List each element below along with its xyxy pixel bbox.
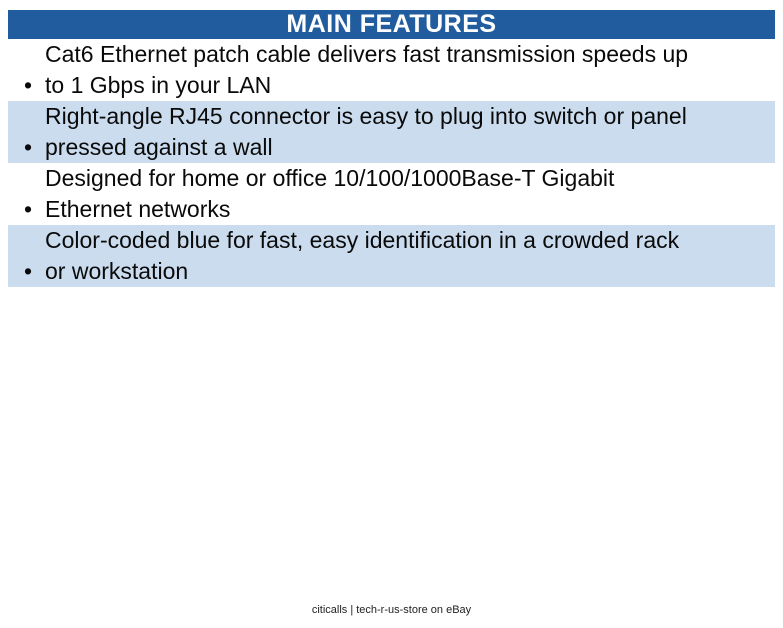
bullet-icon: •	[24, 72, 33, 98]
feature-text: Right-angle RJ45 connector is easy to pl…	[45, 101, 775, 163]
feature-text-line: to 1 Gbps in your LAN	[45, 72, 272, 98]
bullet-icon: •	[24, 258, 33, 284]
feature-text-line: or workstation	[45, 258, 189, 284]
feature-text-line: Designed for home or office 10/100/1000B…	[45, 165, 615, 191]
main-features-header: MAIN FEATURES	[8, 10, 775, 39]
bullet-icon: •	[24, 196, 33, 222]
feature-text: Designed for home or office 10/100/1000B…	[45, 163, 775, 225]
feature-text: Cat6 Ethernet patch cable delivers fast …	[45, 39, 775, 101]
feature-text-line: Cat6 Ethernet patch cable delivers fast …	[45, 41, 689, 67]
feature-item-color-coded: • Color-coded blue for fast, easy identi…	[8, 225, 775, 287]
feature-text-line: Right-angle RJ45 connector is easy to pl…	[45, 103, 687, 129]
feature-item-networks: • Designed for home or office 10/100/100…	[8, 163, 775, 225]
feature-text-line: pressed against a wall	[45, 134, 273, 160]
bullet-icon: •	[24, 134, 33, 160]
feature-item-speed: • Cat6 Ethernet patch cable delivers fas…	[8, 39, 775, 101]
feature-text-line: Ethernet networks	[45, 196, 231, 222]
main-content: MAIN FEATURES • Cat6 Ethernet patch cabl…	[8, 10, 775, 287]
features-list: • Cat6 Ethernet patch cable delivers fas…	[8, 39, 775, 287]
feature-text: Color-coded blue for fast, easy identifi…	[45, 225, 775, 287]
feature-text-line: Color-coded blue for fast, easy identifi…	[45, 227, 680, 253]
feature-item-right-angle: • Right-angle RJ45 connector is easy to …	[8, 101, 775, 163]
footer-credit: citicalls | tech-r-us-store on eBay	[311, 604, 472, 616]
